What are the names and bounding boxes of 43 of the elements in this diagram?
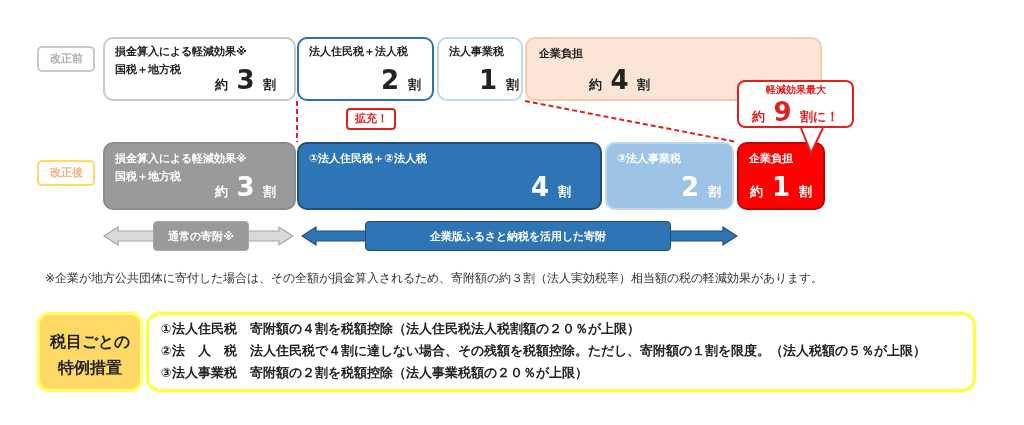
arrow-label: 企業版ふるさと納税を活用した寄附 (365, 221, 671, 251)
tax-share-box (103, 37, 296, 101)
box-text: 損金算入による軽減効果※ (115, 152, 247, 166)
ratio-value: 約 4 割 (589, 67, 651, 93)
box-text: 改正後 (48, 166, 84, 180)
box-text: 拡充！ (353, 112, 389, 126)
arrow-label: 通常の寄附※ (153, 221, 249, 251)
tax-share-box (103, 142, 296, 210)
box-text: 国税＋地方税 (115, 170, 181, 184)
box-text: 法人事業税 (449, 45, 504, 59)
box-text: ①法人住民税＋②法人税 (309, 152, 427, 166)
box-text: 国税＋地方税 (115, 63, 181, 77)
measure-text: ②法 人 税 法人住民税で４割に達しない場合、その残額を税額控除。ただし、寄附額の１割を限度。（法人税額の５％が上限） (161, 343, 926, 358)
measures-box (146, 312, 976, 392)
ratio-value: 4 割 (530, 174, 571, 200)
box-text: 税目ごとの特例措置 (48, 331, 131, 379)
ratio-value: 1 割 (478, 67, 519, 93)
box-text: 企業負担 (539, 47, 583, 61)
stage-tag (37, 160, 95, 186)
callout-tag (346, 108, 396, 130)
box-text: 損金算入による軽減効果※ (115, 45, 247, 59)
box-text: ③法人事業税 (617, 152, 682, 166)
tax-share-box (605, 142, 734, 210)
category-box (37, 312, 143, 392)
footnote: ※企業が地方公共団体に寄付した場合は、その全額が損金算入されるため、寄附額の約３割（法人実効税率）相当額の税の軽減効果があります。 (45, 270, 824, 287)
ratio-value: 約 9 割に！ (750, 99, 841, 125)
stage-tag (37, 46, 95, 72)
tax-share-box (437, 37, 523, 101)
box-text: 企業負担 (749, 152, 793, 166)
ratio-value: 2 割 (680, 174, 721, 200)
ratio-value: 約 3 割 (215, 174, 277, 200)
tax-share-box (297, 37, 434, 101)
box-text: 改正前 (48, 52, 84, 66)
box-text: 法人住民税＋法人税 (309, 45, 408, 59)
tax-share-box (297, 142, 602, 210)
measure-text: ①法人住民税 寄附額の４割を税額控除（法人住民税法人税割額の２０％が上限） (161, 321, 640, 336)
ratio-value: 約 3 割 (215, 67, 277, 93)
burden-box (737, 142, 825, 210)
dashed-connector (296, 100, 298, 143)
measure-text: ③法人事業税 寄附額の２割を税額控除（法人事業税額の２０％が上限） (161, 365, 588, 380)
box-text: 軽減効果最大 (764, 84, 827, 96)
ratio-value: 約 1 割 (749, 174, 813, 200)
ratio-value: 2 割 (380, 67, 421, 93)
